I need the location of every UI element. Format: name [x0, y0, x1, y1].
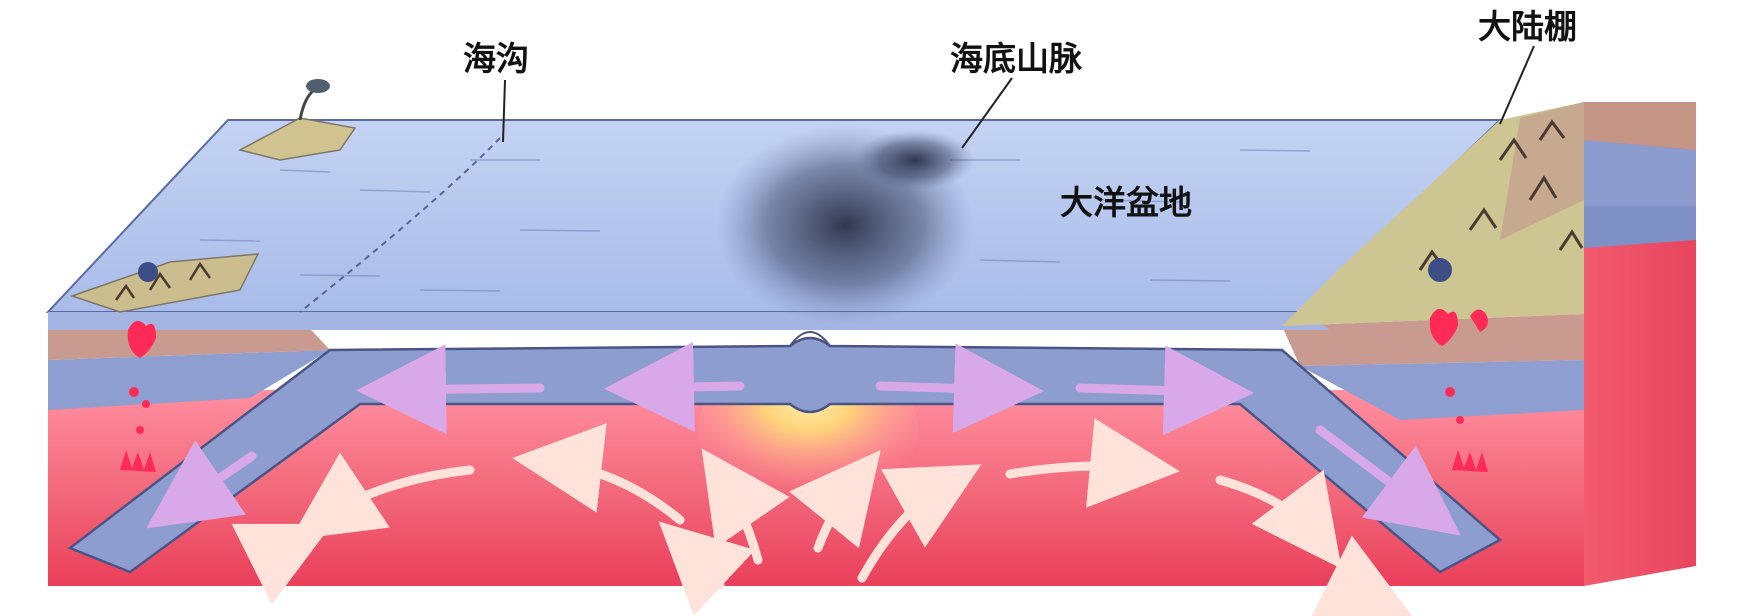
- trench-leader: [502, 79, 506, 143]
- volcano-smoke-icon: [306, 79, 330, 93]
- mantle-convection-arrows: [231, 418, 1413, 616]
- trench-label: 海沟: [463, 39, 529, 78]
- continental-crust-right: [1282, 314, 1584, 420]
- basin-label: 大洋盆地: [1060, 183, 1192, 222]
- leader-lines: [502, 45, 1535, 149]
- island-left: [69, 253, 260, 313]
- ocean-surface: [45, 119, 1503, 330]
- volcano-left: [138, 262, 158, 282]
- magma-intrusions: [120, 308, 1488, 472]
- continent-right: [1282, 102, 1584, 326]
- island-top-left: [237, 79, 357, 161]
- block-right-side: [1584, 102, 1696, 586]
- shelf-label: 大陆棚: [1478, 7, 1577, 46]
- trench-line: [299, 137, 501, 313]
- volcano-right: [1428, 258, 1452, 282]
- crust-motion-arrows: [146, 341, 1461, 536]
- ridge-label: 海底山脉: [950, 39, 1082, 78]
- ridge-leader: [961, 77, 1013, 149]
- shelf-leader: [1499, 45, 1535, 125]
